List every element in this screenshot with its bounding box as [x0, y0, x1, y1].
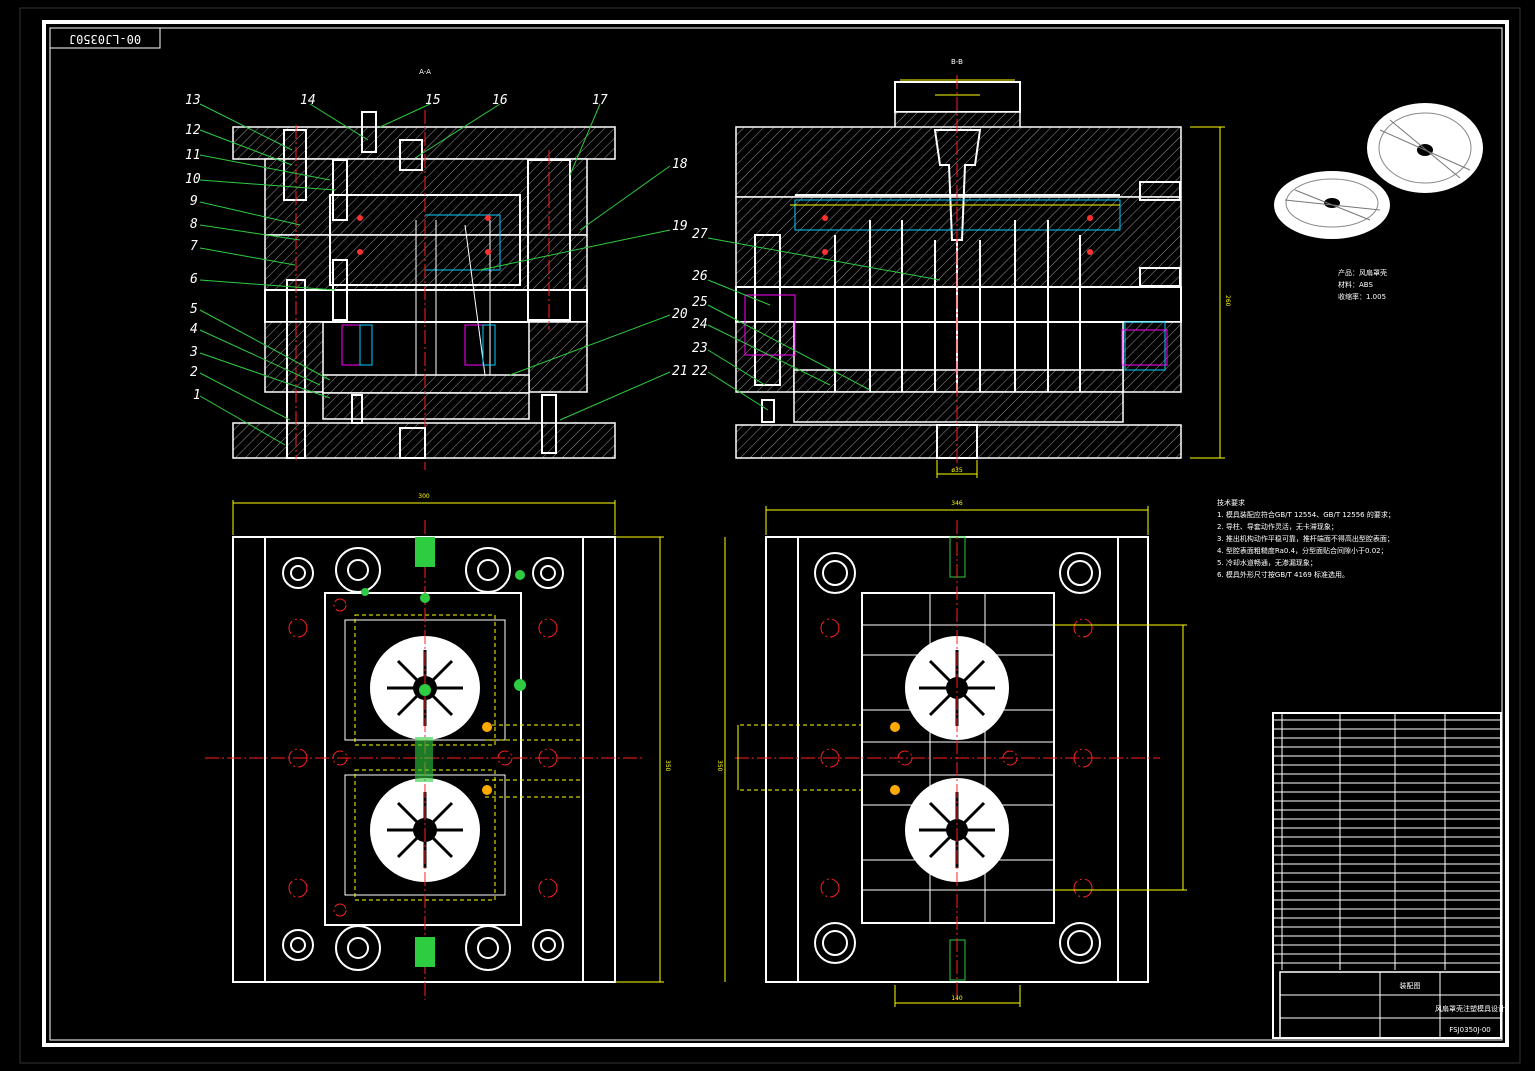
drawing-number-box: 00-LJ0350J	[49, 27, 161, 49]
callout-13: 13	[185, 93, 201, 108]
section-label-a: A-A	[419, 68, 431, 76]
callout-14: 14	[300, 93, 316, 108]
leaders-left	[199, 103, 671, 446]
tech-note-4: 4. 型腔表面粗糙度Ra0.4，分型面贴合间隙小于0.02；	[1217, 546, 1388, 555]
callout-12: 12	[185, 123, 201, 138]
callout-25: 25	[692, 295, 708, 310]
section-label-b: B-B	[951, 58, 963, 66]
callout-22: 22	[692, 364, 708, 379]
tech-note-6: 6. 模具外形尺寸按GB/T 4169 标准选用。	[1217, 570, 1349, 579]
callout-26: 26	[692, 269, 708, 284]
product-info: 产品：风扇罩壳 材料：ABS 收缩率：1.005	[1338, 268, 1387, 301]
tech-note-3: 3. 推出机构动作平稳可靠，推杆端面不得高出型腔表面；	[1217, 534, 1394, 543]
dim-side-height: 260	[1224, 295, 1231, 307]
dim-right-height: 350	[716, 760, 723, 772]
product-line-1: 产品：风扇罩壳	[1338, 268, 1387, 277]
callout-27: 27	[692, 227, 708, 242]
tech-note-2: 2. 导柱、导套动作灵活，无卡滞现象；	[1217, 522, 1338, 531]
drawing-frame	[42, 20, 1509, 1047]
callout-20: 20	[672, 307, 688, 322]
callout-17: 17	[592, 93, 608, 108]
drawing-number: 00-LJ0350J	[69, 32, 141, 46]
product-render	[1274, 103, 1483, 239]
dim-left-height: 350	[664, 760, 671, 772]
tech-note-1: 1. 模具装配应符合GB/T 12554、GB/T 12556 的要求；	[1217, 510, 1395, 519]
callout-19: 19	[672, 219, 688, 234]
callout-23: 23	[692, 341, 708, 356]
callout-8: 8	[190, 217, 198, 232]
inner-frame	[49, 27, 1503, 1041]
callouts-right: 27 26 25 24 23 22	[692, 227, 708, 379]
callout-16: 16	[492, 93, 508, 108]
title-block-code: FSJ0350J-00	[1449, 1026, 1490, 1034]
product-line-3: 收缩率：1.005	[1338, 292, 1386, 301]
section-view-a: A-A	[232, 68, 616, 470]
product-line-2: 材料：ABS	[1338, 280, 1373, 289]
callout-24: 24	[692, 317, 708, 332]
tech-notes: 技术要求 1. 模具装配应符合GB/T 12554、GB/T 12556 的要求…	[1217, 498, 1395, 579]
callout-6: 6	[190, 272, 198, 287]
tech-notes-heading: 技术要求	[1217, 498, 1245, 507]
callout-21: 21	[672, 364, 688, 379]
dim-sprue: ø35	[951, 467, 962, 474]
callout-9: 9	[190, 194, 198, 209]
callout-1: 1	[193, 388, 201, 403]
callout-11: 11	[185, 148, 201, 163]
tech-note-5: 5. 冷却水道畅通，无渗漏现象；	[1217, 558, 1317, 567]
title-block: 装配图 风扇罩壳注塑模具设计 FSJ0350J-00	[1272, 712, 1505, 1039]
title-block-title: 装配图	[1400, 981, 1421, 990]
section-view-b: B-B	[735, 58, 1231, 478]
callout-2: 2	[190, 365, 198, 380]
callout-7: 7	[190, 239, 198, 254]
callout-15: 15	[425, 93, 441, 108]
callout-3: 3	[189, 345, 198, 360]
callout-5: 5	[190, 302, 198, 317]
callout-10: 10	[185, 172, 201, 187]
leaders-right	[707, 237, 941, 411]
callout-18: 18	[672, 157, 688, 172]
plan-view-right: 346 350 140	[716, 500, 1187, 1007]
outer-border	[19, 7, 1521, 1064]
dim-left-width: 300	[418, 493, 430, 500]
dim-bottom-gap: 140	[951, 995, 963, 1002]
title-block-name: 风扇罩壳注塑模具设计	[1435, 1004, 1505, 1013]
plan-view-left: 300 350	[205, 493, 671, 1000]
dim-right-width: 346	[951, 500, 963, 507]
callouts-left: 13 12 11 10 9 8 7 6 5 4 3 2 1 14 15 16 1…	[185, 93, 688, 403]
callout-4: 4	[190, 322, 198, 337]
